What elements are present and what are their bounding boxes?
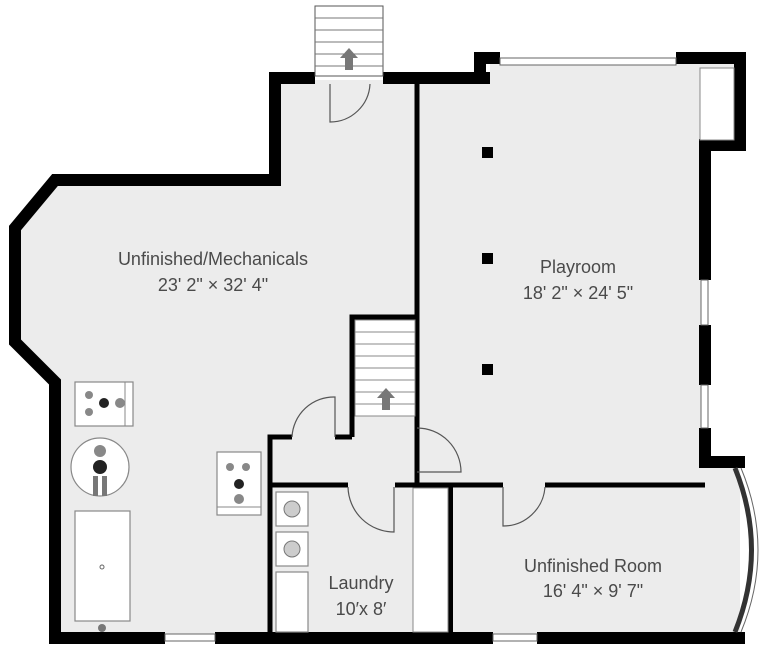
room-dimensions-playroom: 18' 2" × 24' 5": [523, 283, 633, 303]
window-top: [499, 57, 677, 66]
flame-icon: [115, 398, 125, 408]
furnace: [74, 381, 134, 427]
wall-stair-box: [349, 314, 417, 437]
outer-wall-top-right: [474, 52, 500, 78]
door-hall-left: [291, 396, 336, 438]
room-dimensions-unfinished-room: 16' 4" × 9' 7": [543, 581, 643, 601]
column: [482, 253, 493, 264]
outer-wall-right-low: [699, 428, 745, 468]
arrow-up-icon: [340, 48, 358, 70]
laundry-appliances: [275, 491, 309, 633]
column: [482, 147, 493, 158]
column: [482, 364, 493, 375]
room-name-unfinished-room: Unfinished Room: [524, 556, 662, 576]
door-unfinished: [502, 486, 546, 527]
room-dimensions-mechanicals: 23' 2" × 32' 4": [158, 275, 268, 295]
window-right-a: [700, 279, 709, 326]
door-hall-right: [416, 427, 462, 473]
oil-tank: [74, 510, 131, 632]
bay-window: [732, 467, 754, 633]
door-top: [329, 83, 371, 123]
laundry-closet: [412, 487, 449, 633]
room-name-laundry: Laundry: [328, 573, 393, 593]
window-bottom-right: [492, 633, 538, 642]
room-name-playroom: Playroom: [540, 257, 616, 277]
interior-stairs: [354, 319, 416, 417]
flame-icon: [234, 494, 244, 504]
door-laundry: [347, 486, 395, 533]
outer-wall: [9, 72, 315, 644]
exterior-stairs: [314, 5, 384, 77]
water-heater: [70, 437, 130, 497]
room-name-mechanicals: Unfinished/Mechanicals: [118, 249, 308, 269]
boiler: [216, 451, 262, 516]
flame-icon: [94, 445, 106, 457]
closet-top-right: [699, 67, 735, 141]
wall-laundry-top: [267, 434, 292, 640]
window-right-b: [700, 384, 709, 429]
outer-wall-right: [676, 52, 746, 280]
arrow-up-icon: [377, 388, 395, 410]
window-bottom-left: [164, 633, 216, 642]
room-dimensions-laundry: 10′x 8′: [336, 599, 387, 619]
